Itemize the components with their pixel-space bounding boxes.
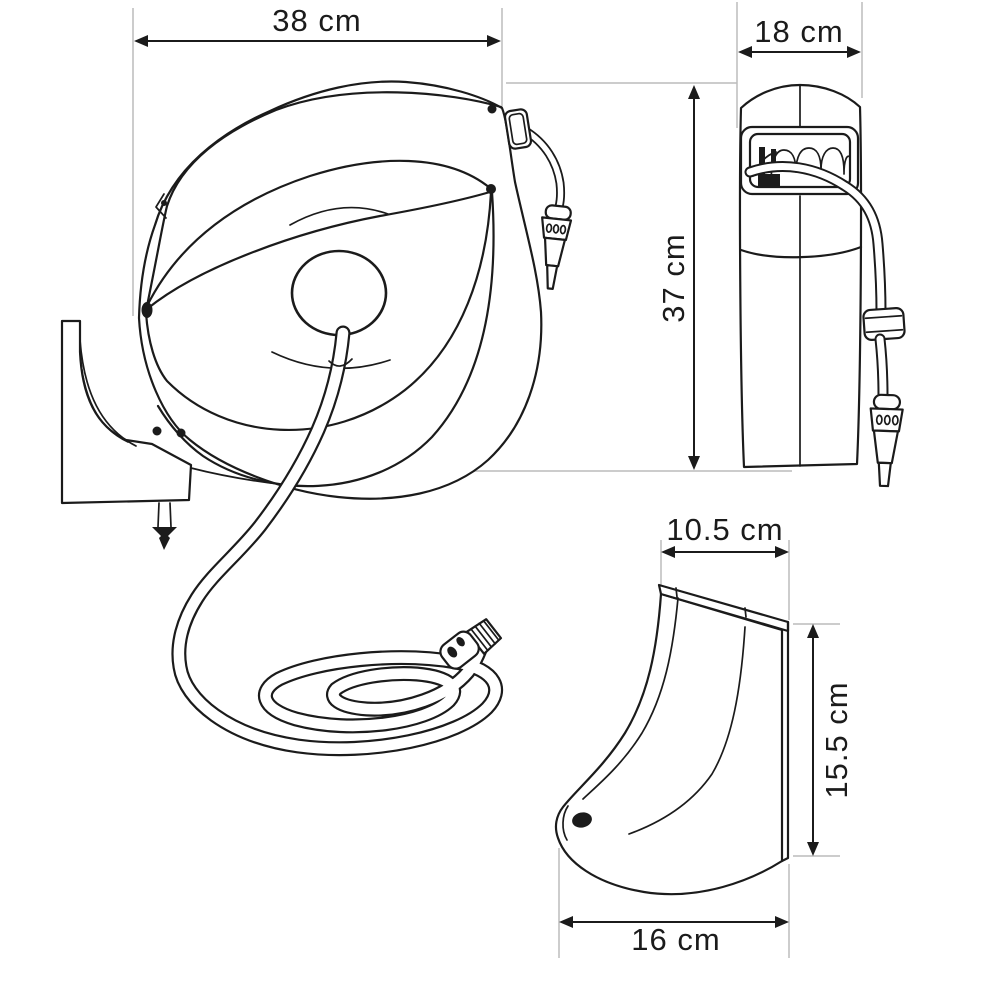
outlet-inner — [508, 112, 528, 146]
bolt-hole — [572, 812, 592, 828]
arrowhead-bottom — [688, 456, 700, 470]
bracket-front-face — [554, 592, 784, 896]
dimension-front-width: 38 cm — [134, 3, 501, 47]
dimension-label-height: 37 cm — [656, 233, 691, 322]
nozzle-hole — [883, 414, 891, 426]
bracket-top-joints — [675, 587, 747, 618]
dimension-bracket-top-depth: 10.5 cm — [661, 512, 789, 558]
coil-scallops — [770, 147, 851, 186]
connector-head — [439, 630, 480, 670]
dimension-bracket-height: 15.5 cm — [807, 624, 854, 856]
bracket-3d-view — [554, 583, 790, 896]
side-seam-line — [739, 245, 863, 259]
water-tap — [152, 502, 177, 550]
arrowhead-top — [688, 85, 700, 99]
bracket-inner-curve-1 — [582, 597, 679, 800]
hose-connector — [439, 618, 503, 670]
latch-base — [758, 174, 780, 187]
bracket-inner-curve-2 — [628, 626, 746, 835]
nozzle-body — [872, 429, 900, 465]
dimension-label-depth: 18 cm — [754, 14, 843, 49]
screw-dot — [161, 200, 167, 206]
outlet-and-nozzle — [503, 108, 573, 290]
arrowhead-right — [847, 46, 861, 58]
side-hose-fill — [746, 163, 885, 316]
front-view — [60, 80, 573, 757]
cuff-lines — [864, 314, 904, 334]
side-hose — [744, 161, 906, 488]
dimensions: 38 cm 18 cm 37 cm 10.5 cm 15.5 cm — [134, 3, 861, 957]
dimension-bracket-base-depth: 16 cm — [559, 916, 789, 957]
screw-dot — [486, 184, 496, 194]
reel-body-outline — [137, 80, 543, 500]
dimension-label-bracket-base-depth: 16 cm — [631, 922, 720, 957]
dimension-depth: 18 cm — [738, 14, 861, 58]
arrowhead-bottom — [807, 842, 819, 856]
dimension-label-front-width: 38 cm — [272, 3, 361, 38]
nozzle-cap — [872, 393, 902, 411]
shell-curve-mid — [145, 190, 492, 311]
side-view — [738, 83, 906, 488]
nozzle-hole — [891, 415, 899, 426]
tap-neck — [157, 502, 172, 528]
dimension-label-bracket-top-depth: 10.5 cm — [666, 512, 783, 547]
arrowhead-left — [738, 46, 752, 58]
pivot-dot — [141, 302, 153, 318]
nozzle-body — [543, 236, 567, 268]
arrowhead-right — [775, 916, 789, 928]
nozzle-hole — [875, 414, 883, 425]
screw-dot — [487, 104, 497, 114]
side-hose-fill — [876, 335, 887, 400]
nozzle-tip — [546, 264, 559, 290]
shell-curve-upper — [145, 91, 503, 308]
nozzle-hole — [545, 223, 553, 234]
screw-dot — [176, 428, 186, 438]
tap-handle — [152, 527, 177, 550]
screw-dots — [141, 104, 497, 438]
arrowhead-left — [661, 546, 675, 558]
connector-rib-lines — [470, 620, 500, 651]
bracket-inner-curve — [79, 351, 129, 443]
dimension-height: 37 cm — [656, 85, 700, 470]
connector-hole — [447, 646, 458, 658]
shell-curve-lower-outer — [156, 190, 495, 488]
reel-shell-curves — [144, 91, 503, 488]
bracket-inner-curve — [79, 339, 137, 447]
hub-eyebrow-arc — [289, 206, 389, 226]
nozzle-hole — [559, 224, 567, 235]
arrowhead-left — [134, 35, 148, 47]
bracket-wall-plate-edge — [780, 620, 790, 863]
connector-hole — [456, 637, 465, 647]
dimension-label-bracket-height: 15.5 cm — [819, 681, 854, 798]
window-inner-frame — [748, 132, 852, 189]
spray-nozzle-side — [869, 393, 904, 488]
arrowhead-right — [487, 35, 501, 47]
extension-lines — [132, 2, 863, 958]
spray-nozzle-front — [541, 204, 573, 290]
shell-notch — [155, 193, 167, 219]
nozzle-hose-fill — [521, 127, 564, 210]
arrowhead-top — [807, 624, 819, 638]
shell-curve-mid-upper — [145, 159, 492, 308]
bracket-boss-arc — [562, 805, 569, 841]
shell-curve-lower-inner — [144, 190, 493, 432]
arrowhead-left — [559, 916, 573, 928]
screw-dot — [152, 426, 162, 436]
nozzle-hole — [552, 224, 560, 234]
hose-guide-arc — [328, 358, 353, 367]
outlet-body — [503, 108, 533, 150]
retractable-hose — [171, 325, 504, 757]
hose-fill — [173, 327, 501, 754]
hose-outlet — [503, 108, 533, 150]
nozzle-tip — [877, 461, 892, 488]
arrowhead-right — [775, 546, 789, 558]
